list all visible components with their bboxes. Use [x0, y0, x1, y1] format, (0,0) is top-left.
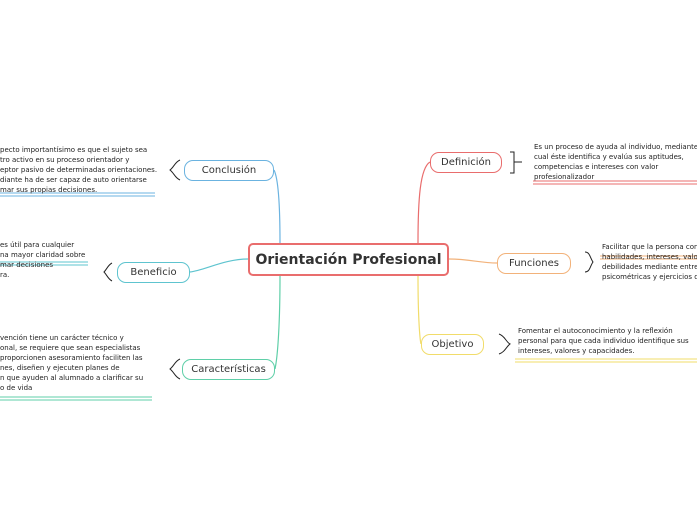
note-objetivo: Fomentar el autoconocimiento y la reflex…: [518, 327, 689, 355]
note-conclusion: pecto importantísimo es que el sujeto se…: [0, 146, 158, 194]
note-caracteristicas: vención tiene un carácter técnico y onal…: [0, 334, 144, 392]
connector-conclusion: [273, 169, 281, 244]
connector-beneficio: [189, 258, 249, 273]
bracket-objetivo: [498, 333, 511, 355]
bracket-caracteristicas: [169, 358, 181, 380]
topic-conclusion-label: Conclusión: [201, 165, 257, 176]
topic-caracteristicas[interactable]: Características: [182, 359, 275, 380]
topic-conclusion[interactable]: Conclusión: [184, 160, 274, 181]
topic-caracteristicas-label: Características: [191, 364, 266, 375]
note-beneficio: es útil para cualquier na mayor claridad…: [0, 241, 86, 279]
topic-beneficio[interactable]: Beneficio: [117, 262, 190, 283]
connector-definicion: [417, 161, 431, 244]
bracket-beneficio: [103, 262, 113, 282]
central-topic[interactable]: Orientación Profesional: [248, 243, 449, 276]
connector-caracteristicas: [274, 275, 281, 370]
connector-funciones: [448, 258, 498, 264]
topic-funciones[interactable]: Funciones: [497, 253, 571, 274]
topic-definicion[interactable]: Definición: [430, 152, 502, 173]
note-definicion: Es un proceso de ayuda al individuo, med…: [534, 143, 697, 181]
topic-beneficio-label: Beneficio: [130, 267, 177, 278]
note-funciones: Facilitar que la persona conozca habilid…: [602, 243, 697, 281]
bracket-funciones: [584, 251, 594, 273]
topic-objetivo[interactable]: Objetivo: [421, 334, 484, 355]
bracket-definicion: [510, 151, 522, 174]
topic-objetivo-label: Objetivo: [431, 339, 474, 350]
connector-objetivo: [417, 275, 422, 345]
topic-funciones-label: Funciones: [509, 258, 559, 269]
topic-definicion-label: Definición: [441, 157, 491, 168]
central-topic-label: Orientación Profesional: [255, 251, 442, 268]
bracket-conclusion: [169, 159, 181, 181]
